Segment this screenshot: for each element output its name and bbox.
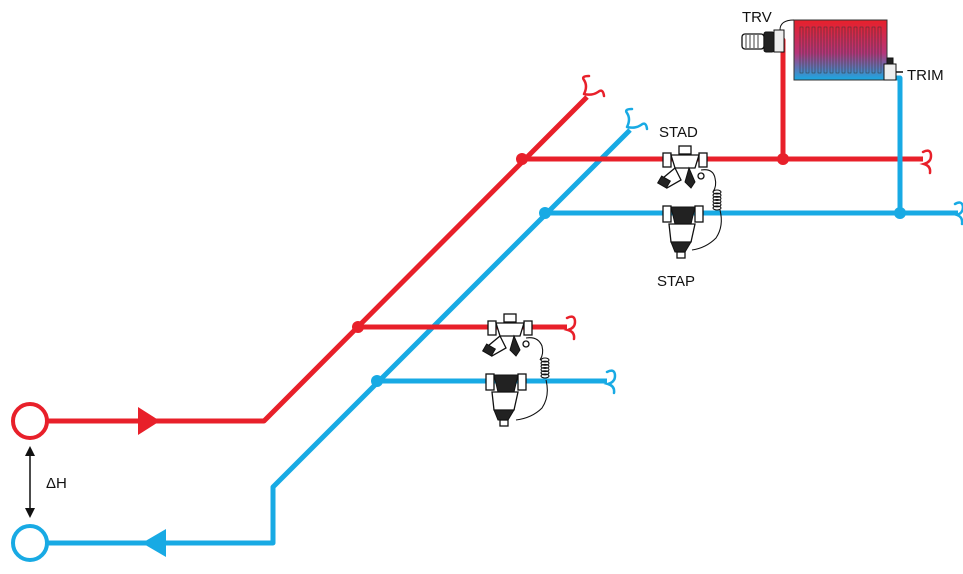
radiator-fin	[811, 26, 816, 74]
trim-valve-icon	[883, 57, 903, 81]
pipe-endcap-main-return	[624, 107, 649, 131]
junction-dot	[777, 153, 789, 165]
pipe-endcap-upper-supply	[919, 149, 933, 175]
junction-dot	[352, 321, 364, 333]
radiator-fin	[865, 26, 870, 74]
capillary-tube-upper	[691, 169, 722, 251]
delta-h-label: ΔH	[46, 475, 67, 492]
trim-label: TRIM	[907, 67, 944, 84]
capillary-coil-loop	[712, 205, 722, 211]
junction-dot	[539, 207, 551, 219]
trv-label: TRV	[742, 9, 772, 26]
capillary-coil-loop	[712, 192, 722, 198]
main-return-pipe	[48, 128, 632, 546]
radiator-fin	[847, 26, 852, 74]
capillary-tube-lower	[515, 337, 550, 421]
trv-valve-icon	[741, 19, 795, 53]
stap-valve-icon	[662, 205, 704, 259]
capillary-coil-loop	[712, 199, 722, 205]
supply-source-circle	[11, 402, 49, 440]
capillary-coil-loop	[540, 367, 550, 373]
stad-label: STAD	[659, 124, 698, 141]
radiator-fins	[799, 26, 882, 74]
capillary-coil-loop	[540, 360, 550, 366]
junction-dot	[516, 153, 528, 165]
radiator-fin	[823, 26, 828, 74]
radiator-supply-riser	[770, 37, 786, 159]
stad-valve-icon	[656, 145, 708, 189]
capillary-coil-loop	[540, 357, 550, 363]
junction-dot	[371, 375, 383, 387]
stap-label: STAP	[657, 273, 695, 290]
delta-h-arrow	[25, 446, 35, 518]
radiator-fin	[799, 26, 804, 74]
capillary-coil-loop	[712, 195, 722, 201]
lower-stap-valve-icon	[485, 373, 527, 427]
capillary-coil-loop	[540, 363, 550, 369]
return-source-circle	[11, 524, 49, 562]
pipe-endcap-upper-return	[953, 201, 963, 226]
lower-stad-valve-icon	[481, 313, 533, 357]
capillary-coil-loop	[712, 189, 722, 195]
radiator-fin	[829, 26, 834, 74]
radiator-return-riser	[886, 75, 903, 213]
capillary-coil-loop	[540, 373, 550, 379]
capillary-coil-loop	[540, 370, 550, 376]
supply-flow-arrow	[138, 407, 160, 435]
pipe-endcap-lower-return	[603, 369, 617, 395]
radiator-fin	[871, 26, 876, 74]
pipe-endcap-lower-supply	[563, 315, 577, 341]
radiator-fin	[817, 26, 822, 74]
capillary-coil-loop	[712, 202, 722, 208]
pipe-endcap-main-supply	[581, 74, 606, 98]
return-flow-arrow	[142, 529, 166, 557]
junction-dot	[894, 207, 906, 219]
radiator-fin	[835, 26, 840, 74]
radiator-fin	[877, 26, 882, 74]
main-supply-pipe	[48, 95, 589, 424]
radiator-fin	[859, 26, 864, 74]
radiator-fin	[853, 26, 858, 74]
radiator-fin	[805, 26, 810, 74]
radiator-fin	[841, 26, 846, 74]
radiator	[793, 19, 888, 81]
